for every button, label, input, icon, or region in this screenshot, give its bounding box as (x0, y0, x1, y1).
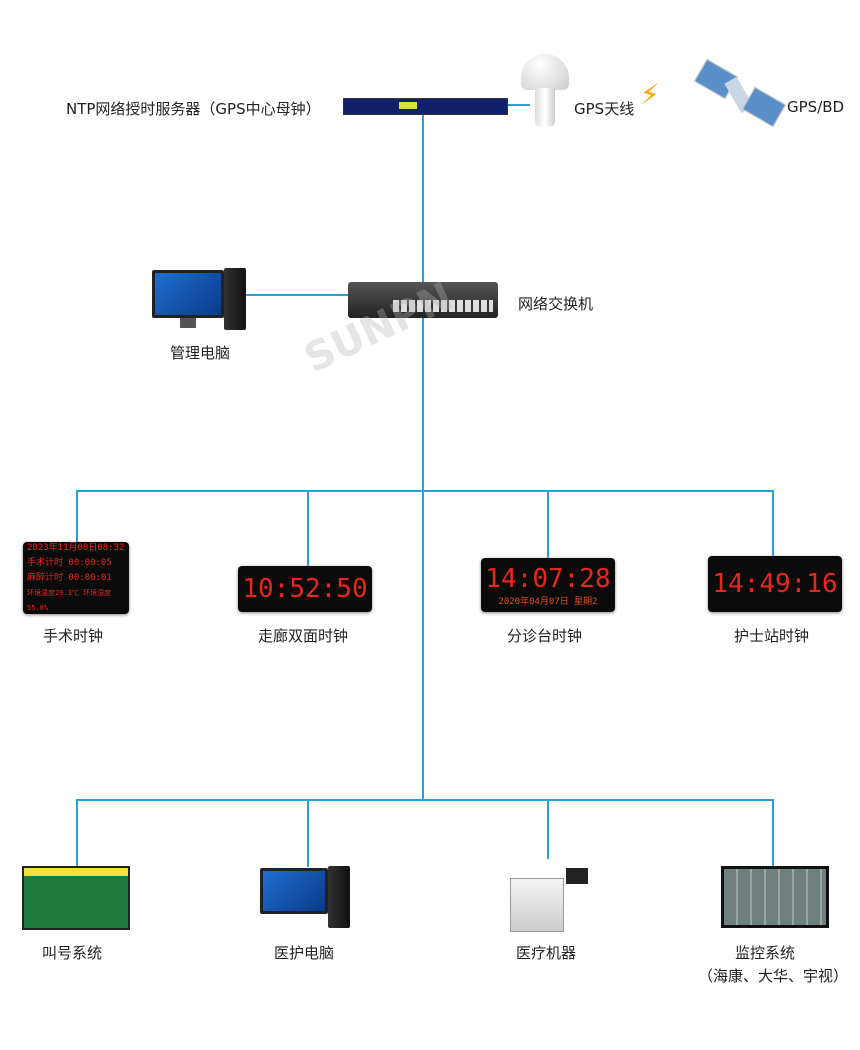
drop (547, 799, 549, 859)
admin-pc-label: 管理电脑 (170, 344, 231, 362)
device-sublabel: （海康、大华、宇视） (698, 967, 849, 985)
surveillance-monitor-icon (721, 866, 829, 928)
device-label: 监控系统 (735, 944, 796, 962)
drop (547, 490, 549, 558)
antenna-label: GPS天线 (574, 100, 635, 118)
corridor-clock: 10:52:50 (238, 566, 372, 612)
monitor-stand (180, 318, 196, 328)
clock-time: 10:52:50 (242, 574, 368, 604)
drop (772, 490, 774, 558)
drop (76, 799, 78, 867)
clock-label: 手术时钟 (43, 627, 104, 645)
network-switch-icon (348, 282, 498, 318)
clock-line: 手术计时 00:00:05 (27, 557, 112, 568)
clock-time: 14:07:28 (485, 563, 611, 594)
drop (76, 490, 78, 542)
server-label: NTP网络授时服务器（GPS中心母钟） (66, 100, 321, 118)
satellite-icon (693, 58, 787, 128)
clock-line: 环境温度29.3℃ 环境湿度55.8% (27, 588, 112, 612)
admin-pc-tower-icon (224, 268, 246, 330)
satellite-label: GPS/BD (787, 98, 845, 116)
clock-line: 麻醉计时 00:00:01 (27, 572, 112, 583)
connector-bus-2 (76, 799, 774, 801)
queue-display-icon (22, 866, 130, 930)
connector-antenna (505, 104, 530, 106)
admin-pc-monitor-icon (152, 270, 224, 318)
clock-label: 护士站时钟 (734, 627, 810, 645)
drop (772, 799, 774, 867)
clock-date: 2020年04月07日 星期2 (498, 596, 598, 607)
clock-line: 2023年11月08日08:32 (27, 542, 125, 553)
drop (307, 490, 309, 566)
nurse-station-clock: 14:49:16 (708, 556, 842, 612)
connector-pc (245, 294, 350, 296)
signal-lightning-icon: ⚡ (640, 78, 660, 111)
medical-pc-tower-icon (328, 866, 350, 928)
switch-label: 网络交换机 (518, 295, 594, 313)
clock-time: 14:49:16 (712, 569, 838, 599)
gps-antenna-icon (521, 54, 569, 126)
medical-pc-monitor-icon (260, 868, 328, 914)
connector-main (422, 110, 424, 800)
connector-bus-1 (76, 490, 774, 492)
clock-label: 分诊台时钟 (507, 627, 583, 645)
device-label: 医疗机器 (516, 944, 577, 962)
drop (307, 799, 309, 867)
medical-machine-icon (510, 858, 590, 932)
surgery-clock: 2023年11月08日08:32 手术计时 00:00:05 麻醉计时 00:0… (23, 542, 129, 614)
ntp-server-icon (343, 98, 508, 115)
triage-clock: 14:07:28 2020年04月07日 星期2 (481, 558, 615, 612)
device-label: 医护电脑 (274, 944, 335, 962)
clock-label: 走廊双面时钟 (258, 627, 349, 645)
device-label: 叫号系统 (42, 944, 103, 962)
